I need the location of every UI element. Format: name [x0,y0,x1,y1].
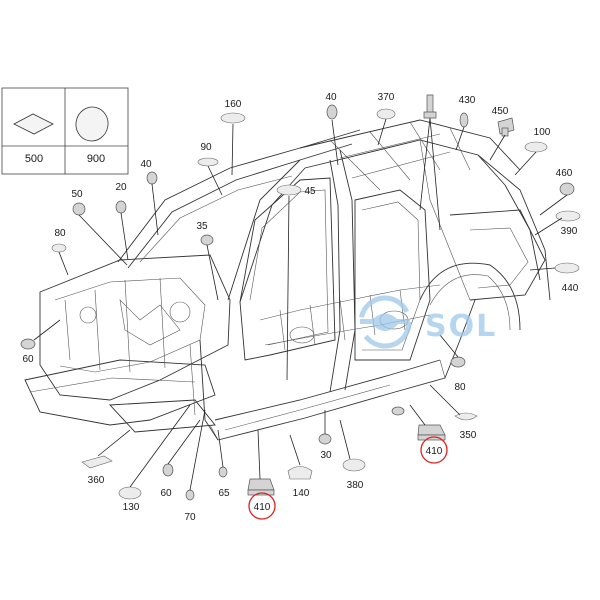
callout-390: 390 [561,226,578,237]
callout-350: 350 [460,430,477,441]
plug-440 [554,262,580,274]
legend-label-900: 900 [87,153,105,165]
plug-60-bottom [162,463,174,477]
sol-watermark-logo: SOL [358,295,497,349]
callout-430: 430 [459,95,476,106]
plug-370 [376,108,396,120]
plug-40-left [146,171,158,185]
plug-40-top [326,104,338,120]
plug-130 [118,486,142,500]
disc-900-icon [75,106,109,142]
bolt-part [423,94,437,119]
callout-410-right: 410 [426,446,443,457]
pad-360 [81,455,113,469]
legend-box: 500 900 [1,87,129,175]
plug-390 [555,210,581,222]
callout-370: 370 [378,92,395,103]
callout-40-left: 40 [140,159,152,170]
plug-380 [342,458,366,472]
watermark-text: SOL [425,309,497,344]
plug-50 [72,202,86,216]
plug-30-a [391,406,405,416]
callout-90: 90 [200,142,212,153]
callout-130: 130 [123,502,140,513]
highlight-410-left [248,492,276,520]
highlight-410-right [420,436,448,464]
plug-parts [20,94,581,501]
callout-410-left: 410 [254,502,271,513]
callout-450: 450 [492,106,509,117]
swirl-icon [358,295,412,349]
plug-430 [459,112,469,128]
callout-140: 140 [293,488,310,499]
plug-45 [276,184,302,196]
plug-460 [559,182,575,196]
pad-500-icon [13,113,54,135]
callout-40-top: 40 [325,92,337,103]
plug-30 [318,433,332,445]
callout-50: 50 [71,189,83,200]
callout-65: 65 [218,488,230,499]
plug-80-left [51,243,67,253]
callout-20: 20 [115,182,127,193]
callout-440: 440 [562,283,579,294]
callout-45: 45 [304,186,316,197]
callout-60-bottom: 60 [160,488,172,499]
callout-70: 70 [184,512,196,523]
plug-20 [115,200,127,214]
callout-60-left: 60 [22,354,34,365]
callout-460: 460 [556,168,573,179]
plug-65 [218,466,228,478]
callout-80-left: 80 [54,228,66,239]
callout-30: 30 [320,450,332,461]
plug-35 [200,234,214,246]
plug-160 [220,112,246,124]
plug-90 [197,157,219,167]
callout-80-right: 80 [454,382,466,393]
callout-360: 360 [88,475,105,486]
plug-70 [185,489,195,501]
callout-160: 160 [225,99,242,110]
highlight-circles [248,436,448,520]
callout-35: 35 [196,221,208,232]
plug-350 [454,412,478,421]
leader-lines [33,117,568,491]
callout-380: 380 [347,480,364,491]
legend-label-500: 500 [25,153,43,165]
plug-60-left [20,338,36,350]
clip-450 [497,117,515,137]
plug-100 [524,141,548,153]
callout-100: 100 [534,127,551,138]
callout-labels: 160 40 370 430 450 100 90 40 45 460 50 2… [22,92,578,523]
plug-140 [287,466,313,480]
plug-80-right [450,356,466,368]
